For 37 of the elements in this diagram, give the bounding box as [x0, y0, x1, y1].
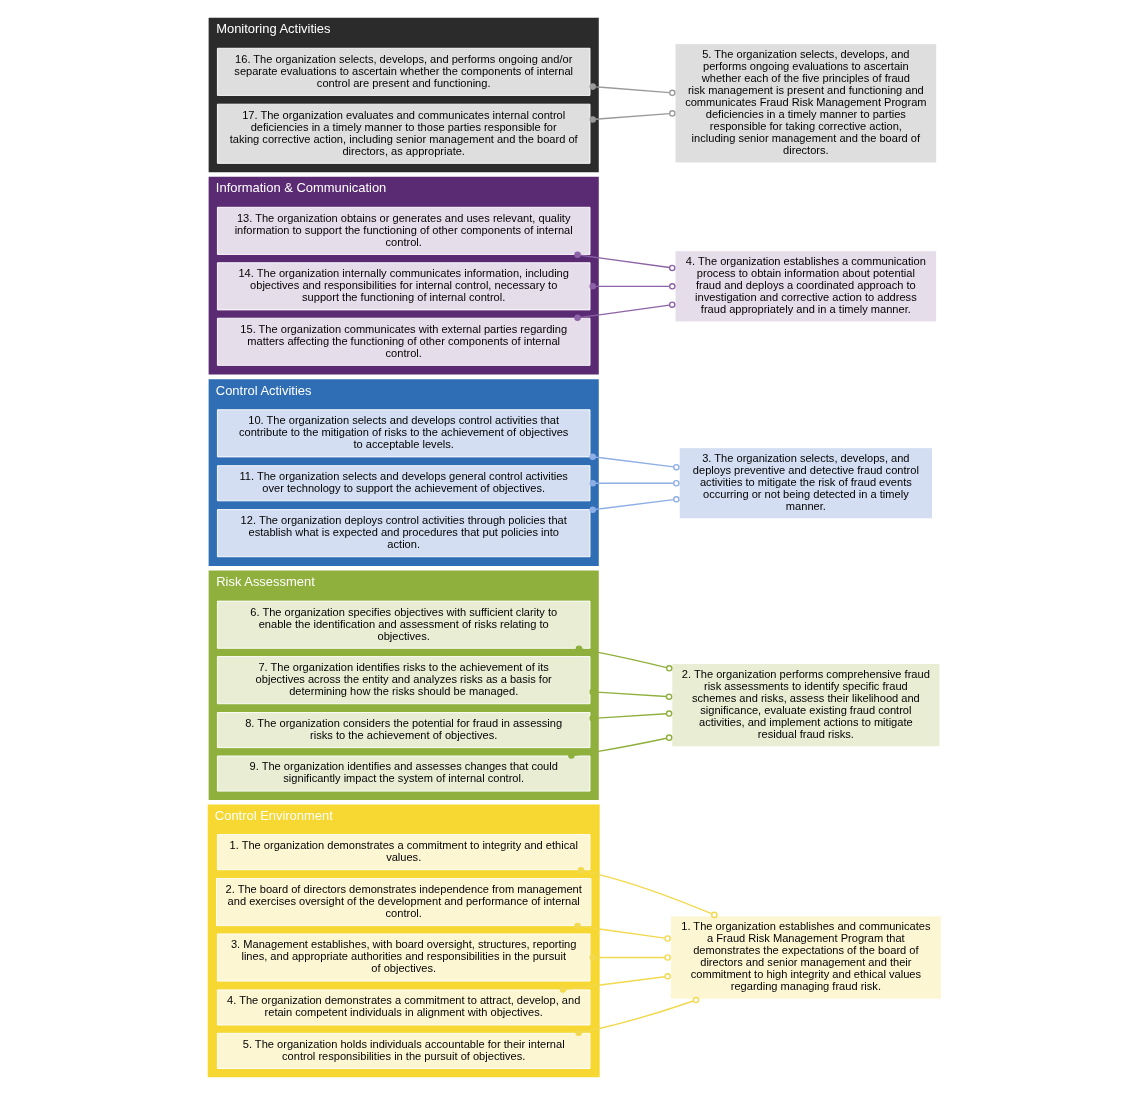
- node-box: 3. Management establishes, with board oversight, structures, reporting lines, and appropriate authorities and responsibilities in the pursuit of objectives.: [216, 933, 591, 982]
- connector: [568, 734, 673, 759]
- node-box: 8. The organization considers the potential for fraud in assessing risks to the achievement of objectives.: [216, 712, 591, 749]
- connector: [575, 645, 673, 672]
- node-box: 4. The organization demonstrates a commitment to attract, develop, and retain competent individuals in alignment with objectives.: [216, 989, 591, 1026]
- node-box: 11. The organization selects and develops general control activities over technology to support the achievement of objectives.: [216, 465, 591, 502]
- node-box: 12. The organization deploys control activities through policies that establish what is expected and procedures that put policies into action.: [216, 509, 591, 558]
- node-box: 5. The organization selects, develops, and performs ongoing evaluations to ascertain whether each of the five principles of fraud risk management is present and functioning and communicates Fraud Risk Management Program deficiencies in a timely manner to parties responsible for taking corrective action, including senior management and the board of directors.: [674, 43, 938, 164]
- node-box: 4. The organization establishes a communication process to obtain information about potential fraud and deploys a coordinated approach to investigation and corrective action to address fraud appropriately and in a timely manner.: [674, 250, 938, 323]
- node-box: 1. The organization establishes and communicates a Fraud Risk Management Program that demonstrates the expectations of the board of directors and senior management and their commitment to high integrity and ethical values regarding managing fraud risk.: [669, 915, 942, 1000]
- connector: [589, 479, 680, 487]
- node-box: 10. The organization selects and develops control activities that contribute to the mitigation of risks to the achievement of objectives to acceptable levels.: [216, 409, 591, 458]
- connector: [574, 922, 671, 942]
- connector: [589, 453, 680, 471]
- connector: [574, 301, 676, 322]
- node-box: 15. The organization communicates with external parties regarding matters affecting the functioning of other components of internal control.: [216, 317, 591, 366]
- node-box: 1. The organization demonstrates a commitment to integrity and ethical values.: [216, 834, 591, 871]
- node-box: 7. The organization identifies risks to the achievement of its objectives across the entity and analyzes risks as a basis for determining how the risks should be managed.: [216, 656, 591, 705]
- node-box: 14. The organization internally communicates information, including objectives and responsibilities for internal control, necessary to support the functioning of internal control.: [216, 262, 591, 311]
- connector: [589, 110, 676, 123]
- node-box: 16. The organization selects, develops, and performs ongoing and/or separate evaluations to ascertain whether the components of internal control are present and functioning.: [216, 47, 591, 96]
- connector: [559, 973, 671, 993]
- connector: [577, 867, 718, 919]
- node-box: 17. The organization evaluates and communicates internal control deficiencies in a timely manner to those parties responsible for taking corrective action, including senior management and the board of directors, as appropriate.: [216, 103, 591, 164]
- node-box: 13. The organization obtains or generates and uses relevant, quality information to support the functioning of other components of internal control.: [216, 206, 591, 255]
- node-box: 2. The organization performs comprehensive fraud risk assessments to identify specific fraud schemes and risks, assess their likelihood and significance, evaluate existing fraud control activities, and implement actions to mitigate residual fraud risks.: [671, 663, 941, 748]
- connector: [589, 710, 673, 722]
- node-box: 9. The organization identifies and assesses changes that could significantly impact the system of internal control.: [216, 755, 591, 792]
- node-box: 5. The organization holds individuals accountable for their internal control responsibilities in the pursuit of objectives.: [216, 1032, 591, 1069]
- connector: [589, 688, 673, 700]
- node-box: 6. The organization specifies objectives with sufficient clarity to enable the identification and assessment of risks relating to objectives.: [216, 600, 591, 649]
- node-box: 3. The organization selects, develops, and deploys preventive and detective fraud control activities to mitigate the risk of fraud events occurring or not being detected in a timely manner.: [678, 447, 933, 520]
- connector: [589, 283, 676, 290]
- connector: [589, 954, 671, 961]
- connector: [589, 496, 680, 513]
- node-box: 2. The board of directors demonstrates independence from management and exercises oversight of the development and performance of internal control.: [216, 878, 592, 927]
- connector: [589, 83, 676, 97]
